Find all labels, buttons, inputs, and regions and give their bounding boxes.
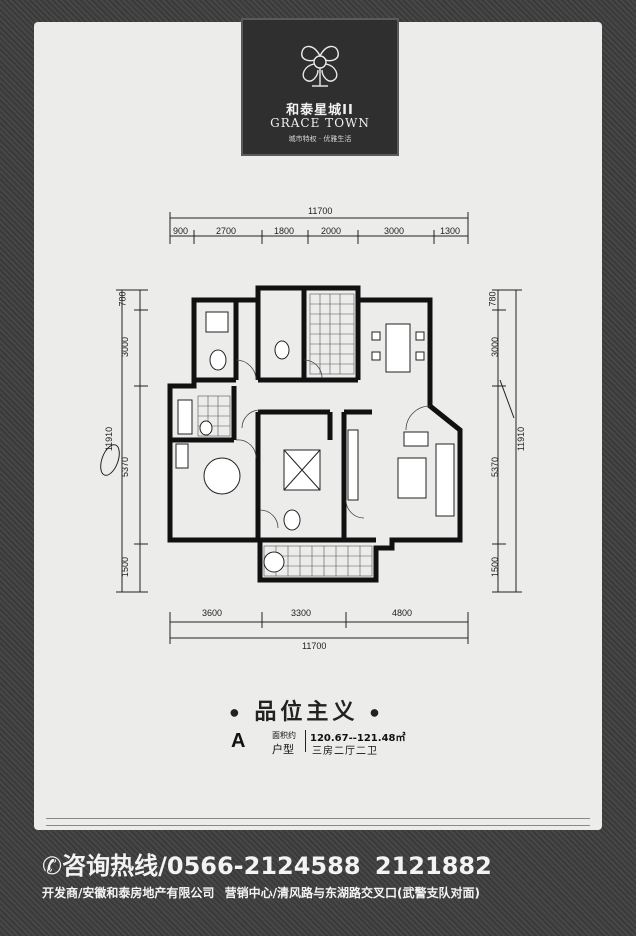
dim-top-segment: 900 [173, 226, 189, 236]
dim-top-segment: 2700 [216, 226, 237, 236]
slash: / [78, 886, 83, 900]
dim-left-segment: 1500 [120, 556, 131, 578]
dim-left-segment: 780 [117, 291, 128, 307]
dot-icon: ● [230, 707, 243, 719]
dim-top-total: 11700 [308, 206, 333, 216]
unit-type-label: 户型 [272, 743, 294, 756]
dim-right-segment: 3000 [490, 336, 501, 358]
footer-info: 开发商/安徽和泰房地产有限公司 营销中心/清风路与东湖路交叉口(武警支队对面) [42, 884, 480, 901]
unit-rooms: 三房二厅二卫 [312, 746, 378, 757]
dot-icon: ● [370, 707, 383, 719]
slogan: ● 品位主义 ● [230, 694, 383, 726]
dim-left-segment: 5370 [120, 456, 131, 478]
unit-type: A [231, 730, 246, 752]
dim-bottom-segment: 3300 [291, 608, 312, 618]
slash: / [158, 852, 167, 880]
dim-top-segment: 1800 [274, 226, 295, 236]
dim-bottom-segment: 4800 [392, 608, 413, 618]
dim-bottom-segment: 3600 [202, 608, 223, 618]
brand-logo: 和泰星城II GRACE TOWN 城市特权 · 优雅生活 [241, 18, 399, 156]
slogan-text: 品位主义 [254, 700, 359, 725]
phone-number: 0566-2124588 [166, 852, 361, 880]
dim-right-segment: 1500 [490, 556, 501, 578]
divider [305, 730, 306, 752]
hotline: ✆咨询热线/0566-2124588 2121882 [42, 846, 492, 881]
dim-top-segment: 1300 [440, 226, 461, 236]
unit-area: 120.67--121.48㎡ [310, 733, 406, 744]
dim-right-total: 11910 [516, 426, 527, 452]
ornament-icon [301, 45, 339, 87]
content-panel [34, 22, 602, 830]
dim-left-total: 11910 [104, 426, 115, 452]
dim-right-segment: 780 [487, 291, 498, 307]
phone-number: 2121882 [374, 852, 492, 880]
developer-label: 开发商 [42, 886, 79, 900]
sales-address: 清风路与东湖路交叉口(武警支队对面) [277, 886, 480, 900]
decorative-border [46, 818, 590, 826]
brand-tagline: 城市特权 · 优雅生活 [288, 135, 352, 143]
unit-area-label: 面积约 [272, 731, 296, 740]
brand-name-cn: 和泰星城II [286, 103, 354, 118]
dim-top-segment: 2000 [321, 226, 342, 236]
dim-bottom-total: 11700 [302, 641, 327, 651]
hotline-label: 咨询热线 [62, 852, 159, 880]
slash: / [272, 886, 278, 900]
dim-top-segment: 3000 [384, 226, 405, 236]
dim-left-segment: 3000 [120, 336, 131, 358]
phone-icon: ✆ [42, 852, 63, 880]
brand-name-en: GRACE TOWN [270, 116, 370, 130]
developer-name: 安徽和泰房地产有限公司 [82, 886, 215, 900]
sales-label: 营销中心 [224, 886, 273, 900]
dim-right-segment: 5370 [490, 456, 501, 478]
